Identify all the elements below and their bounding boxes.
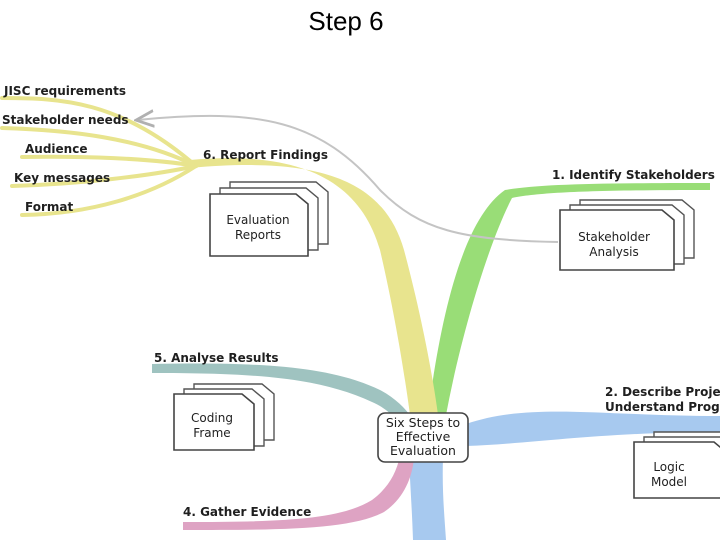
doc-stakeholder-analysis: Stakeholder Analysis (559, 199, 695, 271)
sub-item-jisc-requirements: JISC requirements (3, 84, 126, 98)
doc-logic-model-line2: Model (651, 475, 687, 489)
sub-item-stakeholder-needs: Stakeholder needs (2, 113, 129, 127)
center-node-line3: Evaluation (390, 443, 456, 458)
branch-step5 (152, 363, 412, 424)
center-node: Six Steps to Effective Evaluation (377, 412, 469, 463)
label-step5: 5. Analyse Results (154, 351, 278, 365)
label-step6: 6. Report Findings (203, 148, 328, 162)
sub-branch-stakeholder-needs (0, 126, 198, 168)
doc-sheet-front (209, 193, 309, 257)
doc-sheet-front (173, 393, 255, 451)
sub-branch-jisc (0, 96, 198, 168)
center-node-line1: Six Steps to (386, 415, 460, 430)
step6-sub-branches (0, 96, 198, 217)
sub-branch-format (20, 164, 198, 217)
connector-arrow (138, 116, 559, 243)
label-step4: 4. Gather Evidence (183, 505, 311, 519)
doc-coding-frame-line1: Coding (191, 411, 233, 425)
branch-step4 (183, 456, 414, 530)
doc-evaluation-reports-line1: Evaluation (226, 213, 289, 227)
doc-coding-frame-line2: Frame (193, 426, 230, 440)
doc-evaluation-reports: Evaluation Reports (209, 181, 329, 257)
doc-stakeholder-analysis-line1: Stakeholder (578, 230, 650, 244)
doc-sheet-front (633, 441, 720, 499)
doc-evaluation-reports-line2: Reports (235, 228, 281, 242)
center-node-line2: Effective (396, 429, 451, 444)
branch-step6 (190, 158, 438, 415)
label-step2-line2: Understand Program (605, 400, 720, 414)
sub-branch-key-messages (10, 164, 198, 188)
label-step1: 1. Identify Stakeholders (552, 168, 715, 182)
sub-item-format: Format (25, 200, 73, 214)
doc-stakeholder-analysis-line2: Analysis (589, 245, 638, 259)
sub-item-key-messages: Key messages (14, 171, 110, 185)
branch-step2-trunk (408, 440, 446, 540)
sub-branch-audience (20, 154, 198, 168)
sub-item-audience: Audience (25, 142, 87, 156)
doc-coding-frame: Coding Frame (173, 383, 275, 451)
doc-logic-model: Logic Model (633, 431, 720, 499)
slide-title: Step 6 (308, 6, 384, 36)
label-step2-line1: 2. Describe Project (605, 385, 720, 399)
branch-step2 (466, 411, 720, 446)
doc-logic-model-line1: Logic (653, 460, 684, 474)
doc-sheet-front (559, 209, 675, 271)
